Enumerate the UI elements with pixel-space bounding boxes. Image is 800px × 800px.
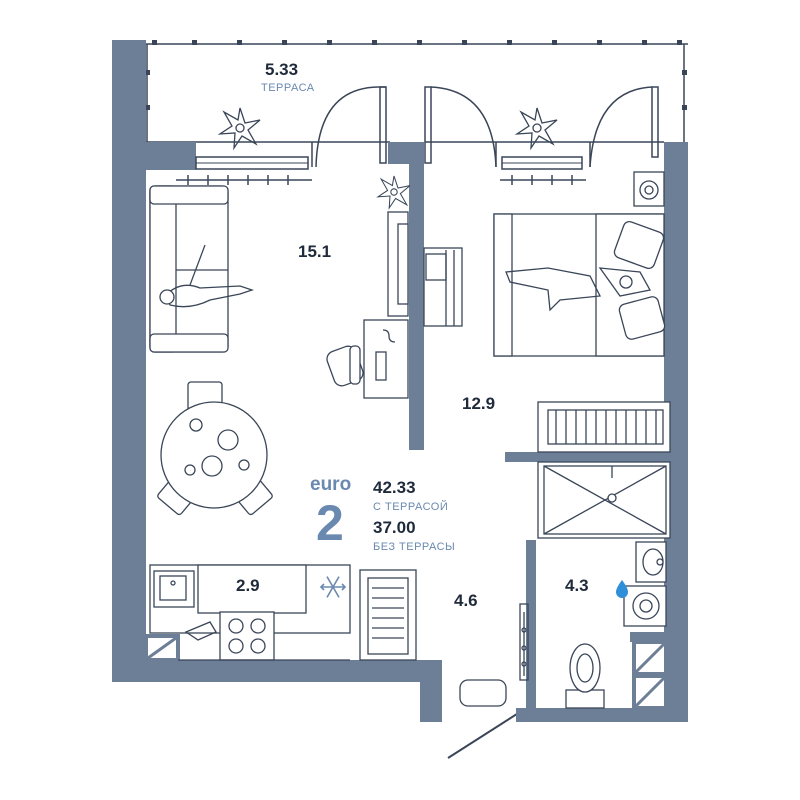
terrace-area: 5.33 <box>265 60 299 79</box>
area-with-terrace: 42.33 <box>373 478 416 497</box>
kitchen-icon <box>149 564 351 661</box>
door-icon <box>311 86 659 168</box>
wall-shafts <box>144 634 668 710</box>
window-right <box>501 156 583 170</box>
terrace <box>145 40 688 143</box>
hall-area: 4.6 <box>454 591 478 610</box>
washing-machine-icon <box>623 171 667 627</box>
with-terrace-label: С ТЕРРАСОЙ <box>373 501 449 513</box>
entrance-door-icon <box>447 708 524 759</box>
toilet-icon <box>565 643 605 709</box>
hall-wardrobe-icon <box>359 569 417 661</box>
snowflake-icon <box>319 576 347 598</box>
kitchen-area: 2.9 <box>236 576 260 595</box>
living-room-area: 15.1 <box>298 242 332 261</box>
bedroom-area: 12.9 <box>462 394 496 413</box>
window-left <box>195 156 309 170</box>
dining-table-icon <box>157 381 273 516</box>
bathroom-door-icon <box>519 603 529 681</box>
tv-icon <box>387 211 409 317</box>
terrace-label: ТЕРРАСА <box>261 82 315 94</box>
apartment-type-number: 2 <box>316 495 344 551</box>
water-drop-icon <box>616 580 628 598</box>
bed-icon <box>493 213 666 357</box>
wardrobe-icon <box>537 401 671 453</box>
plant-icon <box>217 107 558 210</box>
desk-icon <box>363 319 409 399</box>
sink-icon <box>635 541 667 583</box>
terrace-railing-dots <box>145 40 687 110</box>
door-mat <box>459 679 507 707</box>
sofa-icon <box>149 185 255 353</box>
radiator-icon <box>176 175 586 185</box>
apartment-type-word: euro <box>310 474 352 495</box>
chair-icon <box>326 345 364 387</box>
shelf-icon <box>423 247 463 327</box>
shower-icon <box>537 461 671 539</box>
without-terrace-label: БЕЗ ТЕРРАСЫ <box>373 541 456 553</box>
area-without-terrace: 37.00 <box>373 518 416 537</box>
bathroom-area: 4.3 <box>565 576 589 595</box>
walls <box>112 40 688 722</box>
